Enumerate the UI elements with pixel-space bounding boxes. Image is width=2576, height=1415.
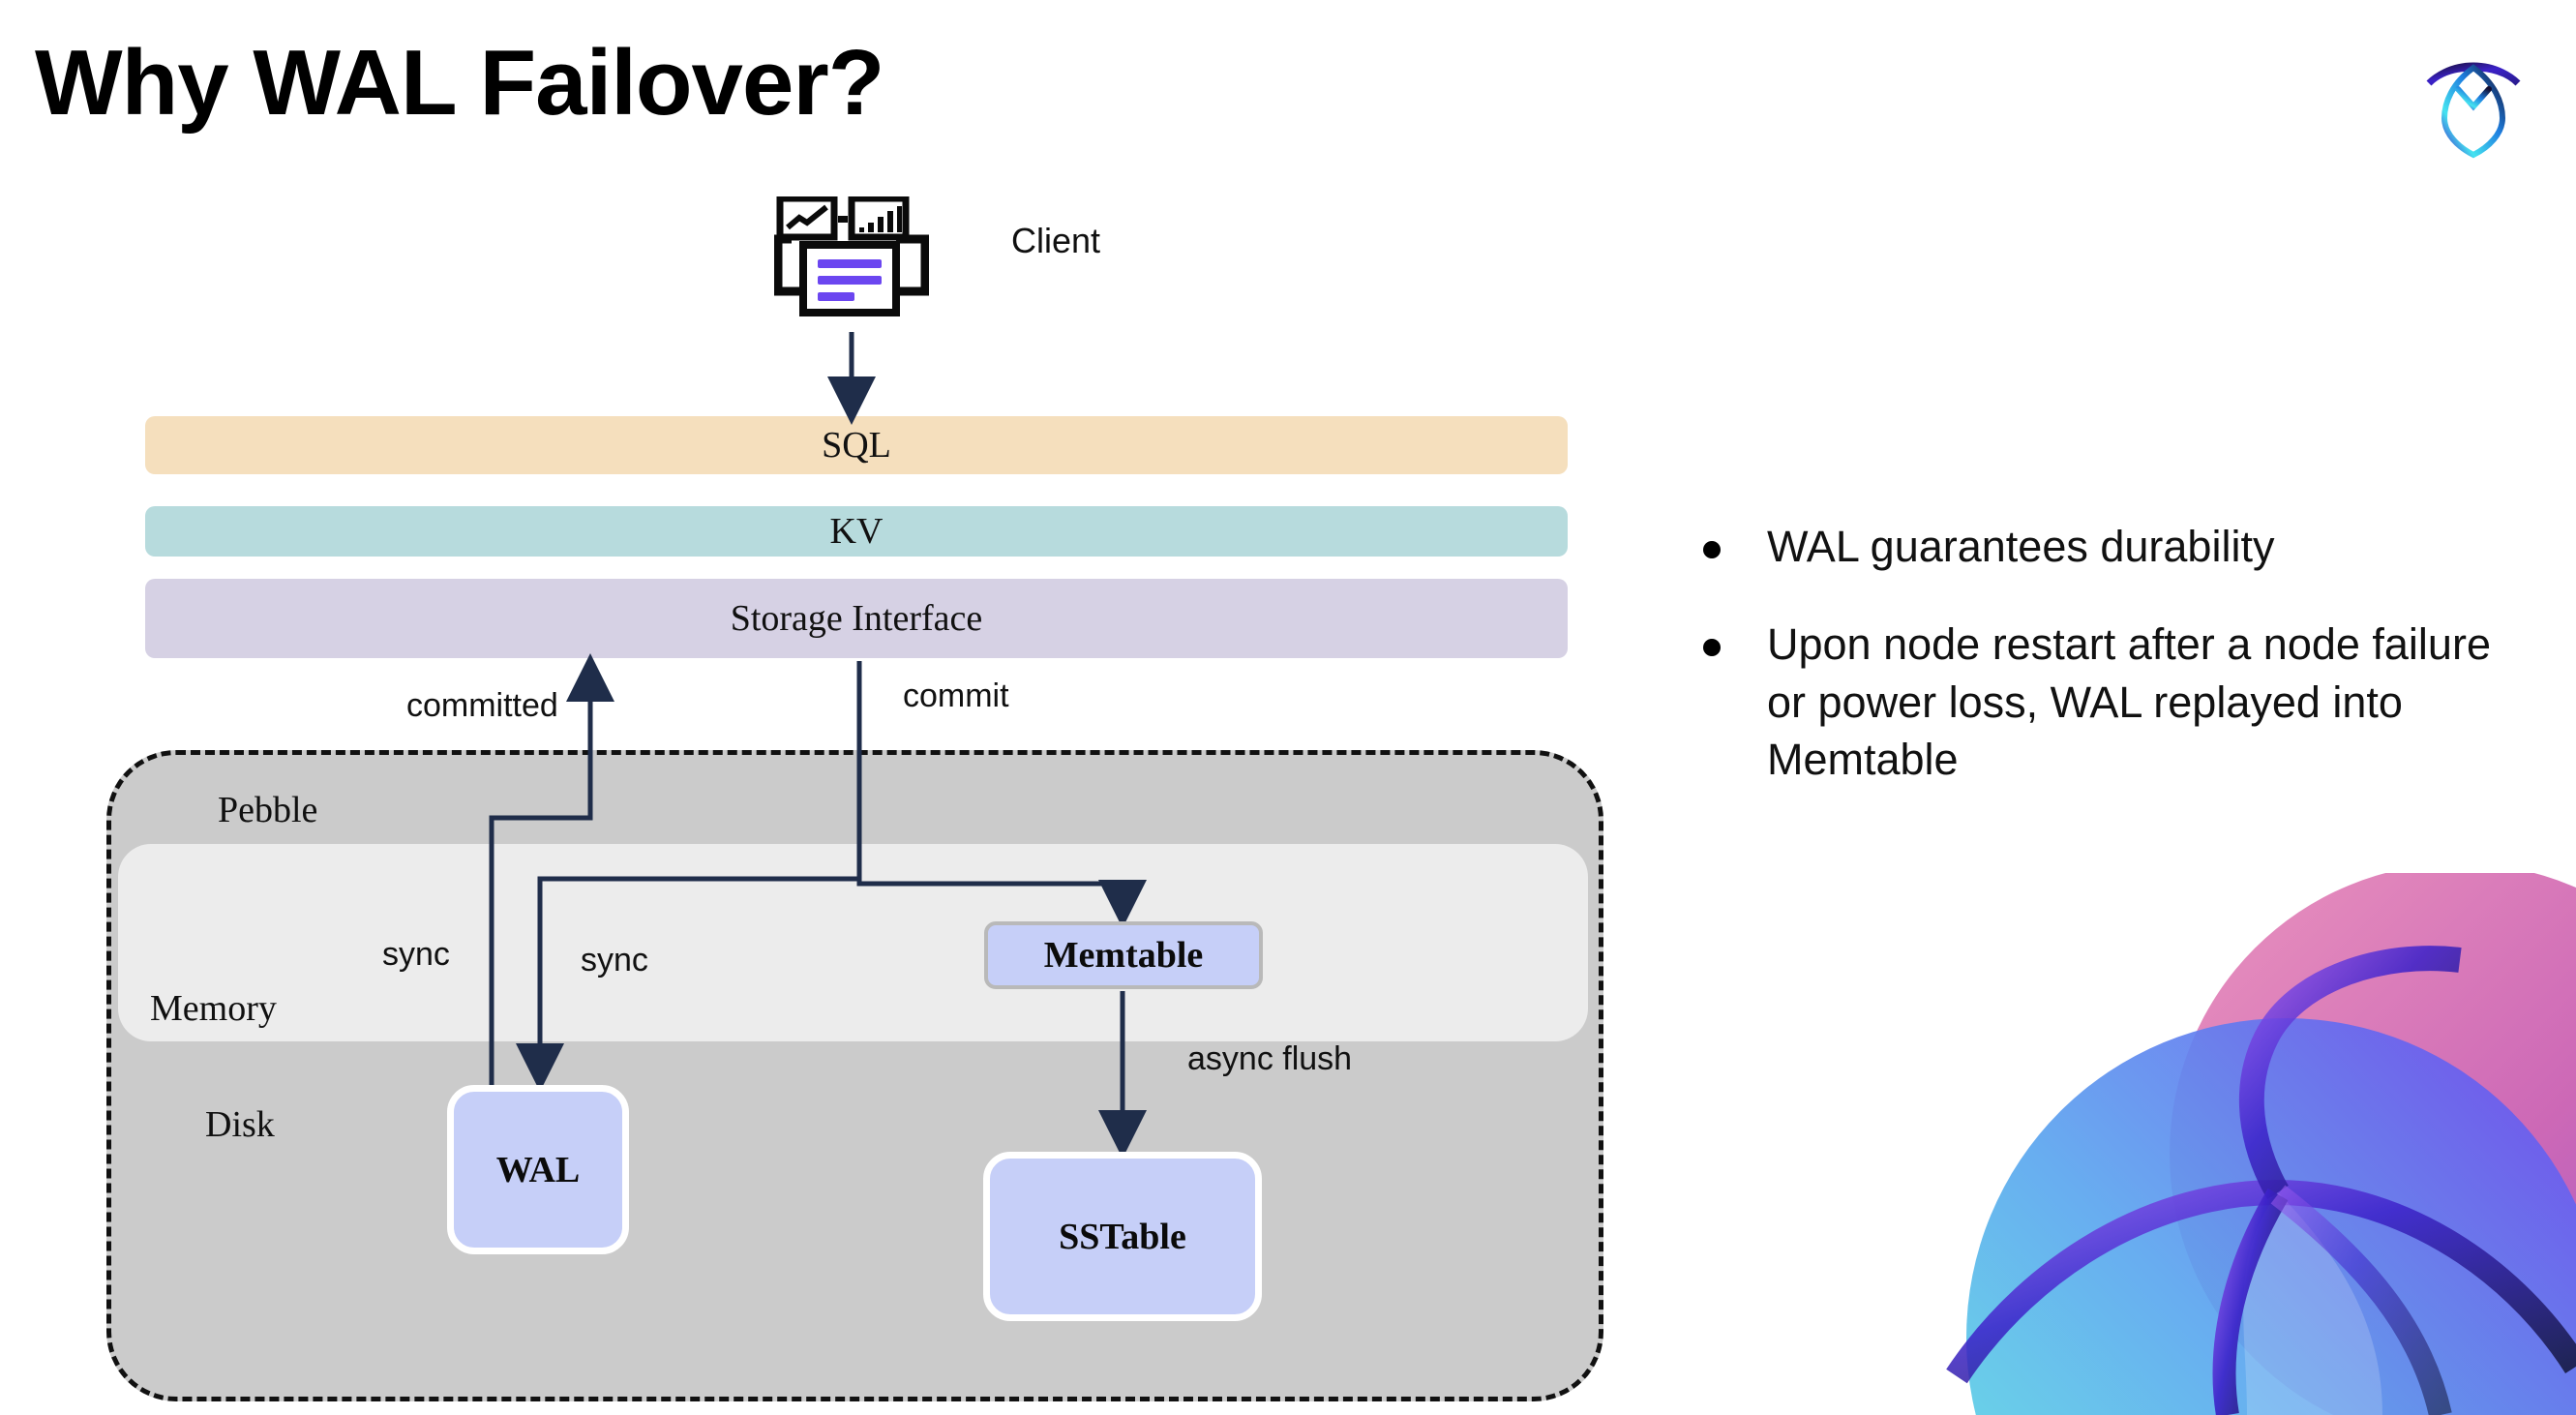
page-title: Why WAL Failover? (35, 31, 884, 135)
client-workstation-icon (773, 195, 930, 332)
node-wal-label: WAL (495, 1149, 581, 1190)
node-memtable-label: Memtable (1043, 935, 1204, 976)
cockroachdb-logo (2415, 33, 2531, 159)
bullet-text: WAL guarantees durability (1767, 522, 2275, 571)
edge-label-sync-storage: sync (581, 942, 648, 978)
layer-bar-storage-label: Storage Interface (730, 598, 983, 639)
list-item: Upon node restart after a node failure o… (1703, 616, 2497, 788)
edge-label-committed: committed (406, 687, 558, 724)
pebble-label: Pebble (218, 790, 318, 830)
memory-region (118, 844, 1588, 1041)
layer-bar-sql: SQL (145, 416, 1568, 474)
client-label: Client (1011, 221, 1101, 260)
bullet-text: Upon node restart after a node failure o… (1767, 619, 2491, 785)
layer-bar-sql-label: SQL (822, 425, 891, 466)
list-item: WAL guarantees durability (1703, 518, 2497, 575)
bullet-dot-icon (1703, 639, 1721, 657)
bullet-list: WAL guarantees durability Upon node rest… (1703, 518, 2497, 829)
node-sstable: SSTable (983, 1152, 1262, 1321)
edge-label-async-flush: async flush (1187, 1040, 1353, 1077)
edge-label-commit: commit (903, 677, 1009, 714)
node-sstable-label: SSTable (1059, 1216, 1186, 1257)
layer-bar-kv: KV (145, 506, 1568, 557)
node-memtable: Memtable (984, 921, 1263, 989)
bullet-dot-icon (1703, 541, 1721, 558)
layer-bar-storage-interface: Storage Interface (145, 579, 1568, 658)
memory-label: Memory (150, 988, 277, 1029)
node-wal: WAL (447, 1085, 629, 1254)
layer-bar-kv-label: KV (829, 511, 884, 552)
decorative-logo-art (1841, 873, 2576, 1415)
disk-label: Disk (205, 1104, 275, 1145)
edge-label-sync-wal: sync (382, 936, 450, 973)
